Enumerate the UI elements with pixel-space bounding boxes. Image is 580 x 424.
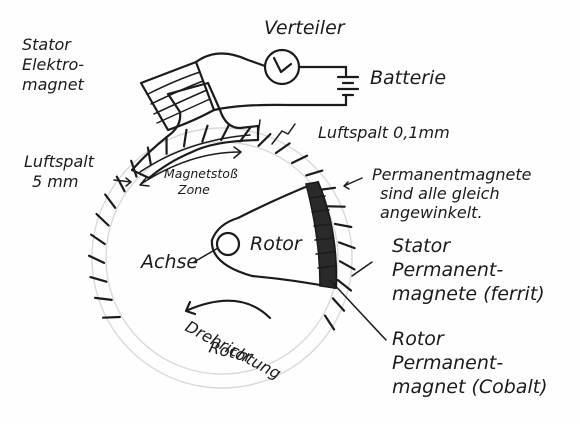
- coil-body: [139, 60, 216, 132]
- coil-winding: [147, 71, 211, 124]
- label-stator-permanentmagnete-3: magnete (ferrit): [392, 283, 545, 305]
- wire-coil-to-distributor: [194, 52, 267, 68]
- stator-magnet-13: [220, 124, 230, 142]
- zone-arrow-left: [139, 177, 150, 187]
- label-rotor-permanentmagnet-1: Rotor: [392, 328, 445, 350]
- label-drehrichtung-rotor: Rotor: [207, 337, 255, 366]
- distributor-switch: [272, 56, 293, 74]
- stator-magnet-15: [257, 133, 272, 147]
- stator-magnet-24: [336, 279, 353, 292]
- pointer-luftspalt-large: [113, 177, 132, 187]
- stator-magnet-26: [323, 314, 336, 331]
- label-verteiler: Verteiler: [264, 17, 346, 39]
- label-permanentmagnete-1: Permanentmagnete: [372, 165, 532, 184]
- stator-magnet-21: [333, 222, 353, 229]
- label-luftspalt-large-1: Luftspalt: [24, 152, 95, 171]
- magnetstoss-zone-arc: [139, 146, 242, 187]
- zone-arrow-right: [233, 146, 242, 159]
- label-stator-elektromagnet-2: Elektro-: [22, 55, 84, 74]
- pointer-luftspalt-small: [271, 123, 296, 145]
- label-magnetstoss-1: Magnetstoß: [164, 166, 238, 181]
- rotation-arrow-head: [184, 300, 197, 316]
- pointer-lines: [113, 119, 387, 341]
- yoke-outline: [130, 81, 260, 180]
- yoke-inner-edge: [139, 134, 251, 173]
- rotation-arrow: [186, 299, 272, 320]
- distributor-circle: [263, 48, 301, 86]
- rotor: [210, 180, 338, 290]
- stator-magnet-23: [338, 260, 356, 271]
- pointer-permanentmagnete: [343, 177, 363, 190]
- stator-magnet-5: [95, 212, 110, 227]
- stator-magnet-9: [146, 146, 152, 166]
- battery-symbol: [336, 65, 360, 107]
- rotor-permanent-magnet: [305, 181, 337, 289]
- label-rotor-permanentmagnet-3: magnet (Cobalt): [392, 376, 548, 398]
- zone-arc: [140, 151, 241, 185]
- distributor-circuit: [194, 48, 360, 112]
- stator-magnet-12: [201, 124, 209, 143]
- stator-magnet-11: [182, 128, 188, 148]
- stator-magnet-18: [305, 169, 324, 177]
- stator-magnet-25: [331, 297, 346, 312]
- label-batterie: Batterie: [370, 67, 446, 89]
- stator-magnet-3: [87, 254, 106, 264]
- label-rotor-inside: Rotor: [250, 233, 303, 255]
- stator-magnet-6: [104, 193, 117, 209]
- stator-magnet-2: [89, 276, 108, 283]
- label-rotor-permanentmagnet-2: Permanent-: [392, 352, 503, 374]
- label-luftspalt-small: Luftspalt 0,1mm: [318, 123, 450, 142]
- stator-magnet-4: [89, 233, 106, 246]
- pointer-achse: [193, 247, 219, 263]
- label-magnetstoss-2: Zone: [177, 182, 210, 197]
- label-permanentmagnete-3: angewinkelt.: [380, 203, 483, 222]
- stator-magnet-7: [115, 175, 126, 193]
- stator-magnet-1: [93, 296, 113, 301]
- stator-magnet-0: [101, 315, 121, 319]
- pointer-stator-permanentmagnete: [351, 261, 373, 277]
- pointer-rotor-magnet: [329, 279, 387, 341]
- pointer-luftspalt-small-b: [257, 119, 261, 136]
- stator-magnet-17: [290, 154, 309, 165]
- label-stator-elektromagnet-3: magnet: [22, 75, 85, 94]
- label-permanentmagnete-2: sind alle gleich: [380, 184, 500, 203]
- label-stator-elektromagnet-1: Stator: [22, 35, 72, 54]
- stator-magnet-16: [274, 142, 291, 155]
- label-achse: Achse: [139, 251, 198, 273]
- label-stator-permanentmagnete-1: Stator: [392, 235, 451, 257]
- rotor-magnet-hatching: [309, 195, 336, 269]
- axle-circle: [215, 231, 241, 257]
- label-stator-permanentmagnete-2: Permanent-: [392, 259, 503, 281]
- stator-magnet-22: [337, 241, 356, 250]
- label-luftspalt-large-2: 5 mm: [32, 172, 78, 191]
- wire-battery-return: [212, 103, 348, 112]
